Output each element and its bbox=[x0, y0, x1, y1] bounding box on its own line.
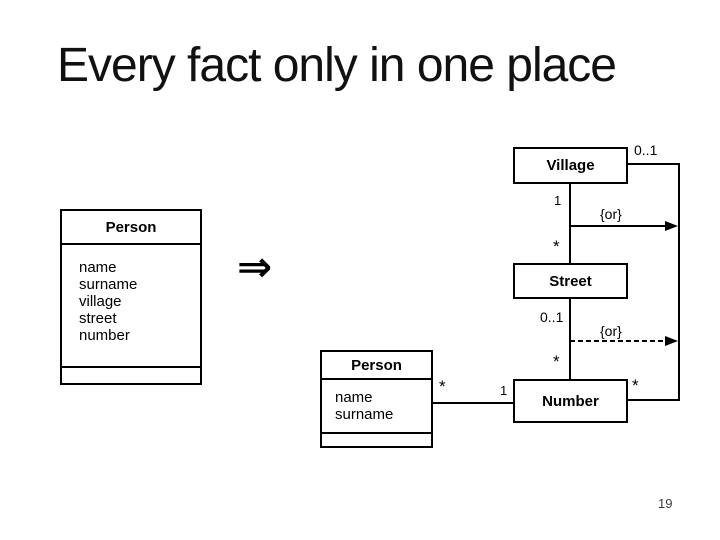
or-constraint-label-bottom: {or} bbox=[600, 323, 622, 339]
attribute-name: name bbox=[79, 259, 117, 276]
multiplicity-village-street-street-end: * bbox=[553, 237, 560, 256]
or-constraint-label-top: {or} bbox=[600, 206, 622, 222]
or-constraint-arrowhead-top-icon bbox=[665, 221, 678, 231]
attribute-village: village bbox=[79, 293, 122, 310]
before-person-attributes: name surname village street number bbox=[62, 245, 200, 366]
or-constraint-arrowhead-bottom-icon bbox=[665, 336, 678, 346]
attribute-number: number bbox=[79, 327, 130, 344]
attribute-name: name bbox=[335, 389, 373, 406]
village-number-association-line-top bbox=[628, 163, 680, 165]
street-number-association-line bbox=[569, 299, 571, 379]
multiplicity-village-number-number-end: * bbox=[632, 376, 639, 395]
attribute-street: street bbox=[79, 310, 117, 327]
village-number-association-line-bottom bbox=[628, 399, 680, 401]
multiplicity-street-number-street-end: 0..1 bbox=[540, 309, 564, 325]
village-street-association-line bbox=[569, 184, 571, 263]
person-number-association-line bbox=[433, 402, 513, 404]
number-class: Number bbox=[513, 379, 628, 423]
after-person-attributes: name surname bbox=[322, 380, 431, 432]
after-person-operations-compartment bbox=[322, 432, 431, 446]
slide-title: Every fact only in one place bbox=[57, 39, 617, 92]
village-number-association-line-vertical bbox=[678, 163, 680, 401]
after-person-class: Person name surname bbox=[320, 350, 433, 448]
attribute-surname: surname bbox=[335, 406, 394, 423]
multiplicity-village-number-village-end: 0..1 bbox=[634, 142, 658, 158]
street-class: Street bbox=[513, 263, 628, 299]
or-constraint-line-top bbox=[570, 225, 666, 227]
before-person-class: Person name surname village street numbe… bbox=[60, 209, 202, 385]
page-number: 19 bbox=[658, 496, 673, 511]
after-person-class-name: Person bbox=[322, 352, 431, 380]
before-person-operations-compartment bbox=[62, 366, 200, 383]
multiplicity-street-number-number-end: * bbox=[553, 352, 560, 371]
or-constraint-line-bottom bbox=[570, 340, 666, 342]
implies-arrow-icon: ⇒ bbox=[237, 242, 273, 291]
multiplicity-person-number-number-end: 1 bbox=[500, 383, 508, 398]
village-class: Village bbox=[513, 147, 628, 184]
attribute-surname: surname bbox=[79, 276, 138, 293]
multiplicity-village-street-village-end: 1 bbox=[554, 193, 562, 208]
multiplicity-person-number-person-end: * bbox=[439, 377, 446, 396]
before-person-class-name: Person bbox=[62, 211, 200, 245]
